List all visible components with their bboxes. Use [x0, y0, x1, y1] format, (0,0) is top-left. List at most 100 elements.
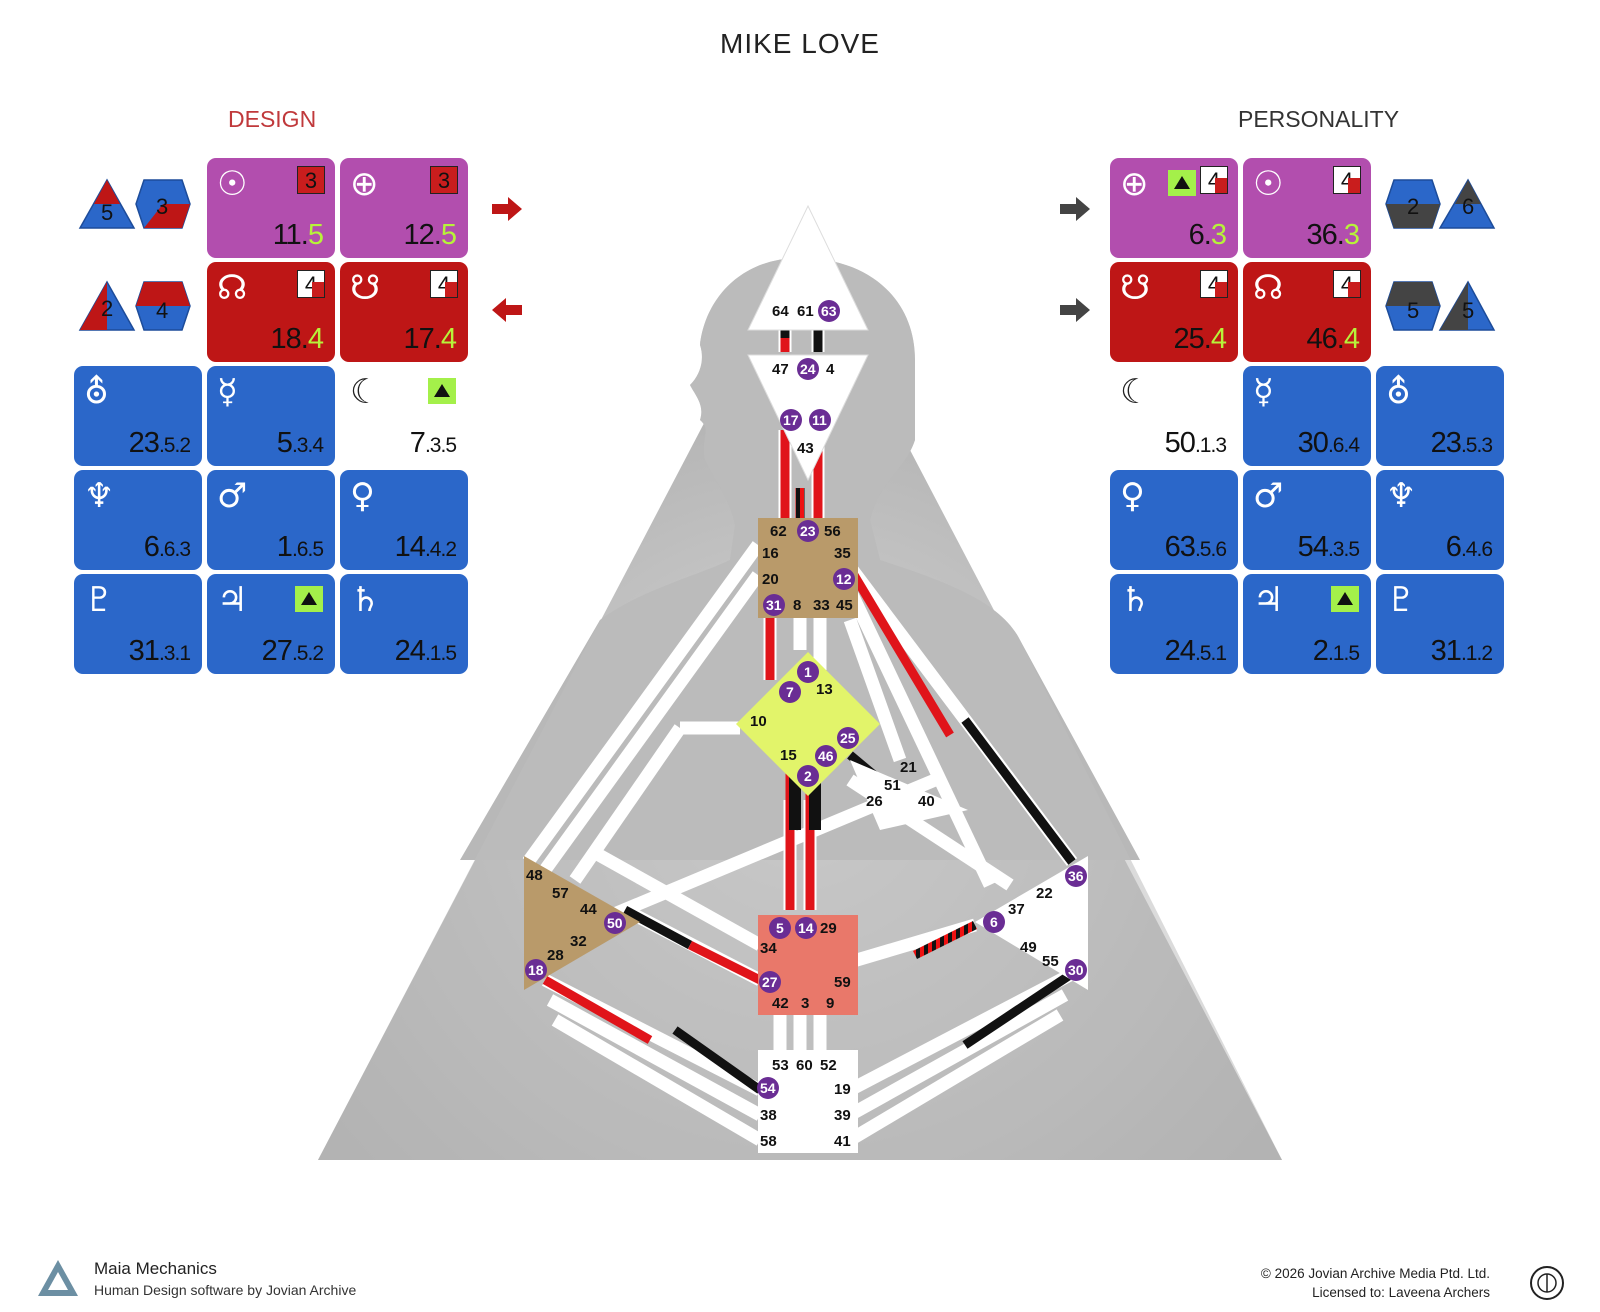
gate-number: 18: [528, 962, 544, 978]
spleen-center: [524, 856, 640, 990]
south-node-icon: ☋: [1120, 268, 1151, 308]
gate-number: 37: [1008, 901, 1025, 918]
design-earth-line: 5: [440, 219, 457, 251]
gate-number: 3: [801, 995, 809, 1012]
gate-number: 1: [804, 664, 812, 680]
personality-north-node-cell[interactable]: ☊ 4 46.4: [1243, 262, 1371, 362]
design-earth-gate: 12: [403, 219, 435, 251]
gate-number: 27: [762, 974, 778, 990]
design-earth-badge: 3: [430, 166, 458, 194]
personality-north-node-badge: 4: [1333, 270, 1361, 298]
gate-number: 5: [776, 920, 784, 936]
gate-number: 26: [866, 793, 883, 810]
neptune-icon: ♆: [84, 476, 115, 516]
personality-pluto-cell[interactable]: ♇ 31.1.2: [1376, 574, 1504, 674]
design-title: DESIGN: [228, 106, 317, 132]
gate-number: 54: [760, 1080, 776, 1096]
gate-number: 38: [760, 1107, 777, 1124]
design-jupiter-cell[interactable]: ♃ 27.5.2: [207, 574, 335, 674]
jupiter-icon: ♃: [217, 580, 248, 620]
design-moon-cell[interactable]: ☾ 7.3.5: [340, 366, 468, 466]
mars-icon: ♂: [1253, 476, 1284, 516]
design-mars-cell[interactable]: ♂ 1.6.5: [207, 470, 335, 570]
design-variable-shapes-bottom: 2 4: [78, 280, 191, 331]
design-neptune-cell[interactable]: ♆ 6.6.3: [74, 470, 202, 570]
design-uranus-cell[interactable]: ⛢ 23.5.2: [74, 366, 202, 466]
gate-number: 39: [834, 1107, 851, 1124]
personality-neptune-cell[interactable]: ♆ 6.4.6: [1376, 470, 1504, 570]
saturn-icon: ♄: [350, 580, 381, 620]
gate-number: 51: [884, 777, 901, 794]
gate-number: 15: [780, 747, 797, 764]
license-text: Licensed to: Laveena Archers: [1312, 1285, 1490, 1300]
pluto-icon: ♇: [84, 580, 115, 620]
solar-plexus-center: [975, 856, 1088, 990]
design-saturn-cell[interactable]: ♄ 24.1.5: [340, 574, 468, 674]
design-north-node-gate: 18: [270, 323, 302, 355]
gate-number: 49: [1020, 939, 1037, 956]
arrow-right-icon: [1060, 298, 1090, 322]
mars-icon: ♂: [217, 476, 248, 516]
design-earth-cell[interactable]: ⊕ 3 12.5: [340, 158, 468, 258]
personality-variable-shapes-top: 2 6: [1385, 178, 1496, 229]
ego-center: [850, 760, 968, 830]
gate-number: 61: [797, 303, 814, 320]
chart-title: MIKE LOVE: [720, 28, 880, 59]
mercury-icon: ☿: [1253, 372, 1274, 412]
mercury-icon: ☿: [217, 372, 238, 412]
design-shape-value: 4: [156, 298, 168, 323]
jupiter-icon: ♃: [1253, 580, 1284, 620]
personality-mercury-cell[interactable]: ☿ 30.6.4: [1243, 366, 1371, 466]
personality-shape-value: 5: [1462, 298, 1474, 323]
design-north-node-cell[interactable]: ☊ 4 18.4: [207, 262, 335, 362]
sun-icon: ☉: [1253, 164, 1284, 204]
arrow-left-icon: [492, 298, 522, 322]
gate-number: 28: [547, 947, 564, 964]
design-venus-cell[interactable]: ♀ 14.4.2: [340, 470, 468, 570]
earth-icon: ⊕: [1120, 164, 1149, 204]
gate-number: 30: [1068, 962, 1084, 978]
personality-earth-cell[interactable]: ⊕ 4 6.3: [1110, 158, 1238, 258]
gate-number: 9: [826, 995, 834, 1012]
gate-number: 16: [762, 545, 779, 562]
brand-name: Maia Mechanics: [94, 1259, 217, 1278]
personality-saturn-cell[interactable]: ♄ 24.5.1: [1110, 574, 1238, 674]
design-south-node-gate: 17: [403, 323, 435, 355]
gate-number: 33: [813, 597, 830, 614]
personality-sun-cell[interactable]: ☉ 4 36.3: [1243, 158, 1371, 258]
venus-icon: ♀: [1120, 476, 1145, 516]
gate-number: 34: [760, 940, 777, 957]
moon-icon: ☾: [350, 372, 381, 412]
personality-venus-cell[interactable]: ♀ 63.5.6: [1110, 470, 1238, 570]
gate-number: 32: [570, 933, 587, 950]
personality-uranus-cell[interactable]: ⛢ 23.5.3: [1376, 366, 1504, 466]
gate-number: 63: [821, 303, 837, 319]
south-node-icon: ☋: [350, 268, 381, 308]
exalted-triangle-icon: [1331, 586, 1359, 612]
gate-number: 36: [1068, 868, 1084, 884]
personality-jupiter-cell[interactable]: ♃ 2.1.5: [1243, 574, 1371, 674]
uranus-icon: ⛢: [84, 372, 109, 412]
sun-icon: ☉: [217, 164, 248, 204]
gate-number: 47: [772, 361, 789, 378]
gate-number: 29: [820, 920, 837, 937]
personality-mars-cell[interactable]: ♂ 54.3.5: [1243, 470, 1371, 570]
personality-sun-badge: 4: [1333, 166, 1361, 194]
design-south-node-cell[interactable]: ☋ 4 17.4: [340, 262, 468, 362]
gate-number: 56: [824, 523, 841, 540]
footer-brand: Maia Mechanics Human Design software by …: [94, 1259, 356, 1298]
personality-shape-value: 6: [1462, 194, 1474, 219]
gate-number: 46: [818, 748, 834, 764]
copyright-text: © 2026 Jovian Archive Media Ptd. Ltd.: [1260, 1266, 1490, 1281]
personality-moon-cell[interactable]: ☾ 50.1.3: [1110, 366, 1238, 466]
design-sun-cell[interactable]: ☉ 3 11.5: [207, 158, 335, 258]
design-pluto-cell[interactable]: ♇ 31.3.1: [74, 574, 202, 674]
design-shape-value: 5: [101, 200, 113, 225]
personality-south-node-cell[interactable]: ☋ 4 25.4: [1110, 262, 1238, 362]
maia-logo-icon: [38, 1260, 78, 1296]
gate-number: 45: [836, 597, 853, 614]
gate-number: 22: [1036, 885, 1053, 902]
design-mercury-cell[interactable]: ☿ 5.3.4: [207, 366, 335, 466]
gate-number: 19: [834, 1081, 851, 1098]
gate-number: 62: [770, 523, 787, 540]
